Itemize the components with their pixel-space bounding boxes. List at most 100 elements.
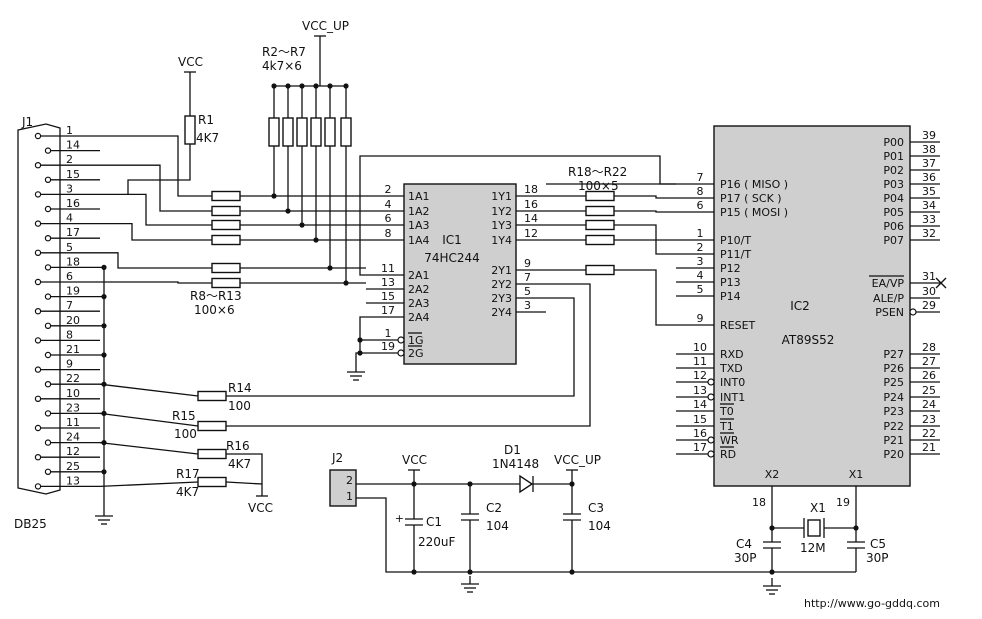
- ic1-pin-name: 1Y2: [491, 205, 512, 218]
- ic2-ref: IC2: [790, 299, 810, 313]
- db25-connector-shell: [17, 123, 61, 495]
- ic1-74hc244: [403, 183, 517, 365]
- ic2-pin-name: INT0: [720, 376, 745, 389]
- ic1-pin-name: 2G: [408, 347, 424, 360]
- ic2-pin-number: 27: [922, 355, 936, 368]
- ic2-pin-name: T1: [719, 420, 734, 433]
- ic2-pin-name: P21: [883, 434, 904, 447]
- vcc-up-label-array: VCC_UP: [302, 19, 349, 33]
- r8-r13-resistor: [211, 262, 241, 274]
- db25-pin-hole: [44, 293, 52, 300]
- x1-ref: X1: [810, 501, 826, 515]
- power-ground-rail: [356, 497, 856, 573]
- ic2-pin-number: 7: [697, 171, 704, 184]
- junction-dot: [101, 352, 107, 358]
- j1-pin-number: 19: [66, 285, 80, 298]
- db25-pin-hole: [34, 220, 42, 227]
- ic1-pin-name: 1A3: [408, 219, 430, 232]
- ic2-pin-name: INT1: [720, 391, 745, 404]
- ic2-pin-number: 13: [693, 384, 707, 397]
- ic1-pin-number: 19: [381, 340, 395, 353]
- ic2-pin-number: 24: [922, 398, 936, 411]
- inverter-bubble: [707, 450, 715, 458]
- ic1-pin-number: 14: [524, 212, 538, 225]
- x2-pin-name: X2: [765, 468, 780, 481]
- db25-pin-hole: [44, 234, 52, 242]
- ic2-pin-name: P26: [883, 362, 904, 375]
- r8-r13-resistor: [211, 234, 241, 246]
- ic2-pin-number: 30: [922, 285, 936, 298]
- ic2-pin-number: 29: [922, 299, 936, 312]
- wires: [41, 36, 940, 586]
- ic1-pin-number: 18: [524, 183, 538, 196]
- db25-label: DB25: [14, 517, 47, 531]
- db25-pin-hole: [44, 468, 52, 475]
- j1-pin-number: 3: [66, 182, 73, 195]
- c2-ref: C2: [486, 501, 502, 515]
- inverter-bubble: [707, 436, 715, 444]
- j1-pin-number: 2: [66, 153, 73, 166]
- ic2-pin-number: 11: [693, 355, 707, 368]
- ic1-pin-name: 2Y4: [491, 306, 512, 319]
- c4-value: 30P: [734, 551, 757, 565]
- r1-value: 4K7: [196, 131, 219, 145]
- ic2-pin-number: 17: [693, 441, 707, 454]
- r15-in: [99, 412, 199, 427]
- r14-ref: R14: [228, 381, 252, 395]
- r15-ref: R15: [172, 409, 196, 423]
- junction-dot: [357, 337, 363, 343]
- c5-ref: C5: [870, 537, 886, 551]
- ic1-pin-number: 12: [524, 227, 538, 240]
- c4-ref: C4: [736, 537, 752, 551]
- r16-out: [226, 453, 263, 484]
- ic2-pin-name: P12: [720, 262, 741, 275]
- ic2-pin-name: P07: [883, 234, 904, 247]
- db25-pin-hole: [34, 395, 42, 402]
- x1-pin-name: X1: [849, 468, 864, 481]
- r18-to-ic2: [614, 224, 676, 241]
- vcc-label-r17: VCC: [248, 501, 273, 515]
- ic1-pin-name: 1A2: [408, 205, 430, 218]
- j1-to-resistor: [100, 281, 212, 284]
- r2-r7-ref: R2～R7: [262, 45, 306, 59]
- inverter-bubble: [707, 378, 715, 386]
- r14-out: [226, 297, 575, 397]
- r18-r22-ref: R18～R22: [568, 165, 627, 179]
- d1-value: 1N4148: [492, 457, 539, 471]
- db25-pin-hole: [44, 322, 52, 329]
- c1-value: 220uF: [418, 535, 456, 549]
- db25-pin-hole: [34, 337, 42, 344]
- ic2-pin-number: 32: [922, 227, 936, 240]
- r17-ref: R17: [176, 467, 200, 481]
- r2-r7-resistor: [268, 117, 280, 147]
- ic2-pin-name: P15 ( MOSI ): [720, 206, 788, 219]
- r18-r22-resistor: [585, 234, 615, 246]
- ic2-pin-name: P06: [883, 220, 904, 233]
- ic1-pin-name: 1G: [408, 334, 424, 347]
- x1-pin-number: 19: [836, 496, 850, 509]
- junction-dot: [101, 294, 107, 300]
- j1-pin-number: 16: [66, 197, 80, 210]
- ic2-pin-name: P25: [883, 376, 904, 389]
- j1-to-resistor: [100, 252, 212, 269]
- c1-plus: +: [395, 512, 404, 525]
- db25-pin-hole: [34, 161, 42, 169]
- r16-ref: R16: [226, 439, 250, 453]
- ic2-pin-name: P03: [883, 178, 904, 191]
- ic2-pin-number: 5: [697, 283, 704, 296]
- ic1-pin-name: 2Y3: [491, 292, 512, 305]
- ic2-pin-number: 2: [697, 241, 704, 254]
- ic2-pin-number: 4: [697, 269, 704, 282]
- ic1-pin-name: 2Y2: [491, 278, 512, 291]
- r8-r13-resistor: [211, 277, 241, 289]
- ic1-pin-number: 5: [524, 285, 531, 298]
- r17-in: [99, 481, 199, 488]
- r18-to-ic2: [614, 269, 676, 326]
- r15-out: [226, 283, 591, 427]
- j2-ref: J2: [331, 451, 343, 465]
- r2-r7-resistor: [310, 117, 322, 147]
- junction-dot: [343, 83, 349, 89]
- ic2-pin-number: 23: [922, 413, 936, 426]
- r14-value: 100: [228, 399, 251, 413]
- r18-r22-resistor: [585, 219, 615, 231]
